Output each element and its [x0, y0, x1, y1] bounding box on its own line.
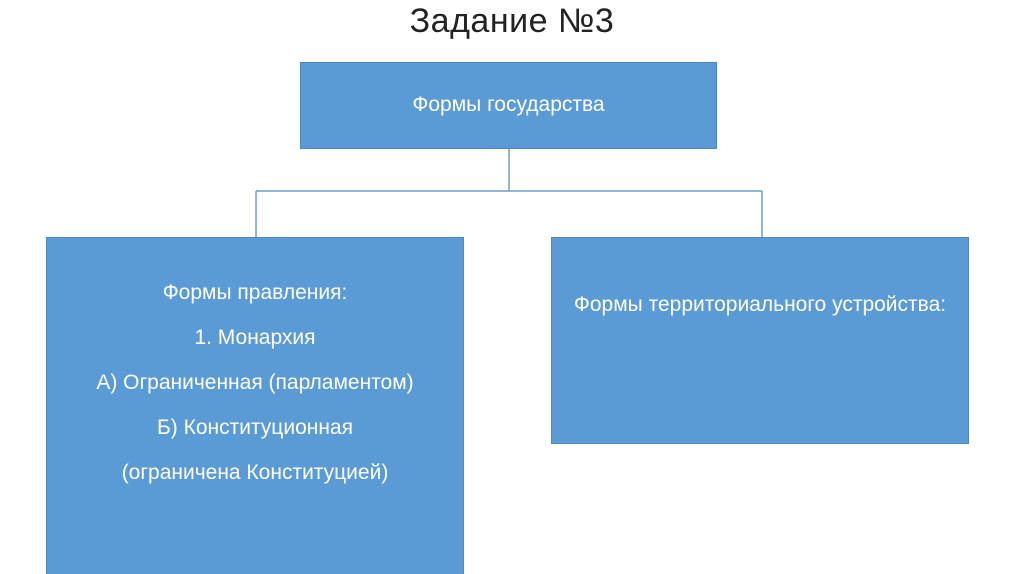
slide-title: Задание №3 — [409, 2, 615, 40]
node-forms-of-state: Формы государства — [300, 62, 717, 149]
node-forms-of-government-line-2: 1. Монархия — [194, 326, 316, 349]
node-territorial-structure-label: Формы территориального устройства: — [573, 293, 947, 316]
node-territorial-structure: Формы территориального устройства: — [551, 237, 969, 444]
node-forms-of-state-label: Формы государства — [412, 92, 605, 116]
node-forms-of-government-line-4: Б) Конституционная — [156, 416, 353, 439]
node-forms-of-government-line-5: (ограничена Конституцией) — [121, 461, 389, 484]
node-forms-of-government-line-3: А) Ограниченная (парламентом) — [96, 371, 414, 394]
node-forms-of-government: Формы правления: 1. Монархия А) Ограниче… — [46, 237, 464, 574]
node-forms-of-government-line-1: Формы правления: — [162, 281, 348, 304]
